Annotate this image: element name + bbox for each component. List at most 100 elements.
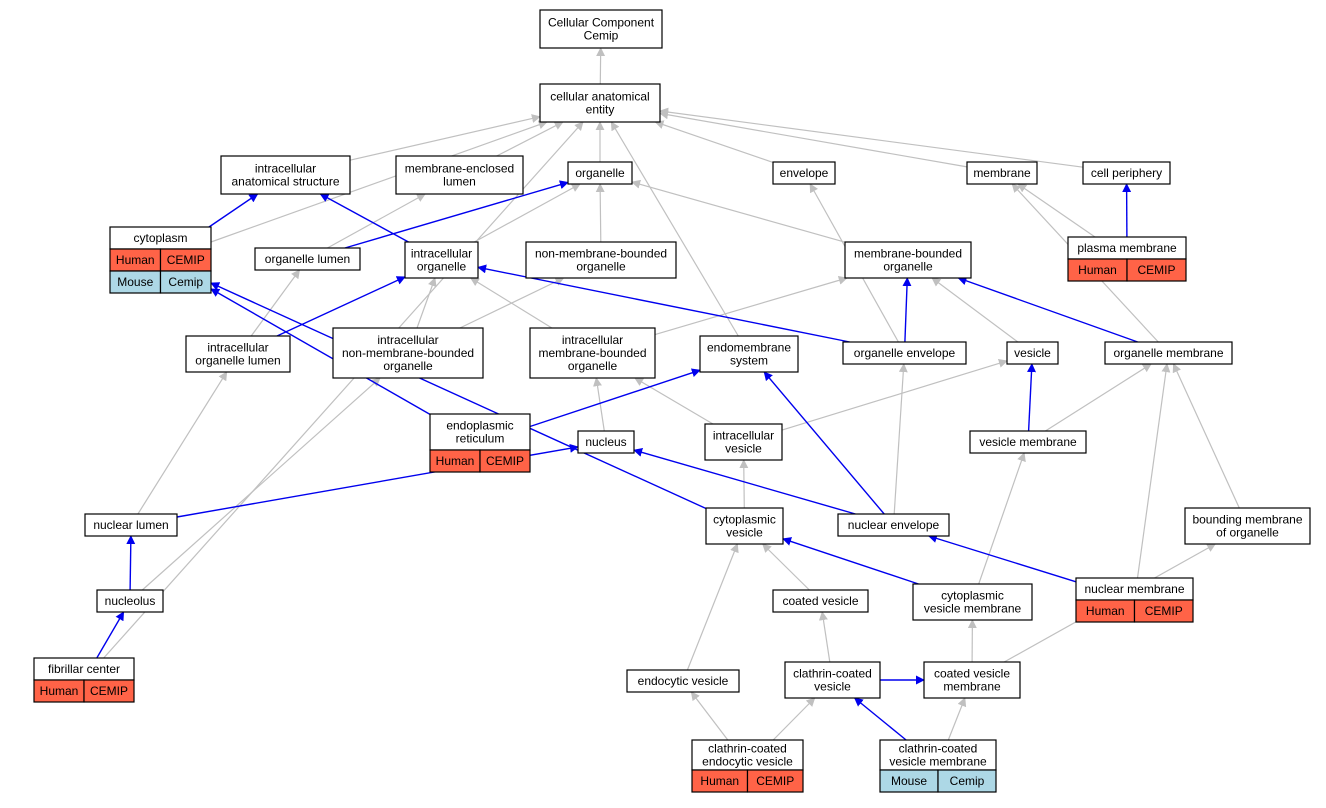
- term-label: membrane: [943, 680, 1001, 694]
- is-a-edge-cper-to-cae: [659, 107, 1084, 168]
- is-a-edge-ems-to-cae: [610, 121, 739, 337]
- term-box: [567, 161, 633, 185]
- term-label: anatomical structure: [231, 175, 339, 189]
- term-box: [332, 327, 484, 379]
- is-a-edge-nucl-to-inmbo: [141, 377, 381, 591]
- term-box: [1082, 161, 1171, 185]
- term-node-cper[interactable]: cell periphery: [1082, 161, 1171, 185]
- term-node-omem[interactable]: organelle membrane: [1104, 341, 1233, 365]
- term-box: [84, 513, 178, 537]
- term-box: [844, 241, 972, 279]
- term-label: vesicle: [726, 526, 763, 540]
- term-node-nuc[interactable]: nucleus: [577, 430, 635, 454]
- term-label: organelle lumen: [265, 252, 350, 266]
- term-box: [254, 247, 361, 271]
- term-label: organelle: [568, 359, 618, 373]
- term-node-env[interactable]: envelope: [772, 161, 836, 185]
- term-label: intracellular: [255, 162, 316, 176]
- term-label: cytoplasmic: [713, 513, 776, 527]
- is-a-edge-nuc-to-imbo: [593, 377, 605, 432]
- term-label: endomembrane: [707, 341, 791, 355]
- term-label: cytoplasm: [133, 231, 187, 245]
- term-node-nlum[interactable]: nuclear lumen: [84, 513, 178, 537]
- term-label: lumen: [443, 175, 476, 189]
- term-label: intracellular: [562, 333, 623, 347]
- gene-label: CEMIP: [1137, 263, 1175, 277]
- is-a-edge-ccvm-to-cvmem: [947, 697, 967, 741]
- term-box: [525, 241, 677, 279]
- species-label: Human: [1078, 263, 1117, 277]
- term-label: nucleus: [585, 435, 626, 449]
- term-node-vmem[interactable]: vesicle membrane: [969, 430, 1087, 454]
- gene-label: CEMIP: [90, 684, 128, 698]
- term-label: nuclear lumen: [93, 518, 168, 532]
- term-node-mem[interactable]: membrane: [966, 161, 1038, 185]
- term-node-orgl[interactable]: organelle lumen: [254, 247, 361, 271]
- part-of-edge-nenv-to-nuc: [633, 448, 856, 515]
- term-node-endv[interactable]: endocytic vesicle: [626, 669, 740, 693]
- term-label: organelle: [383, 359, 433, 373]
- part-of-edge-nenv-to-ems: [763, 371, 885, 515]
- is-a-edge-vmem-to-omem: [1045, 363, 1152, 432]
- part-of-edge-omem-to-mbo: [957, 276, 1138, 343]
- part-of-edge-nucl-to-nlum: [126, 535, 136, 591]
- is-a-edge-mem-to-cae: [659, 110, 968, 168]
- term-label: system: [730, 354, 768, 368]
- is-a-edge-cyto-to-cae: [210, 120, 548, 243]
- is-a-edge-fc-to-cae: [103, 121, 584, 659]
- term-node-oenv[interactable]: organelle envelope: [842, 341, 967, 365]
- part-of-edge-orgl-to-org: [344, 180, 569, 249]
- gene-label: CEMIP: [1145, 604, 1183, 618]
- term-node-inmbo[interactable]: intracellularnon-membrane-boundedorganel…: [332, 327, 484, 379]
- term-box: [539, 9, 663, 49]
- term-box: [879, 739, 997, 771]
- term-node-ves[interactable]: vesicle: [1006, 341, 1059, 365]
- term-node-coat[interactable]: coated vesicle: [772, 589, 869, 613]
- is-a-edge-orgl-to-mel: [327, 193, 426, 249]
- is-a-edge-nmem-to-omem: [1136, 363, 1171, 579]
- term-label: organelle: [575, 166, 625, 180]
- term-label: nuclear envelope: [848, 518, 940, 532]
- species-label: Mouse: [117, 275, 153, 289]
- gene-cell: [1126, 258, 1187, 282]
- term-node-nenv[interactable]: nuclear envelope: [837, 513, 950, 537]
- term-box: [969, 430, 1087, 454]
- term-box: [395, 155, 524, 195]
- term-node-nucl[interactable]: nucleolus: [96, 589, 164, 613]
- term-label: vesicle: [725, 442, 762, 456]
- is-a-edge-iol-to-orgl: [250, 269, 301, 337]
- term-box: [626, 669, 740, 693]
- term-label: membrane-enclosed: [405, 162, 514, 176]
- part-of-edge-vmem-to-ves: [1027, 363, 1036, 432]
- term-label: clathrin-coated: [708, 742, 787, 756]
- part-of-edge-fc-to-nucl: [96, 611, 125, 659]
- term-node-org[interactable]: organelle: [567, 161, 633, 185]
- term-label: intracellular: [713, 429, 774, 443]
- part-of-edge-nmem-to-nenv: [927, 534, 1077, 583]
- is-a-edge-ias-to-cae: [349, 114, 541, 161]
- term-box: [772, 161, 836, 185]
